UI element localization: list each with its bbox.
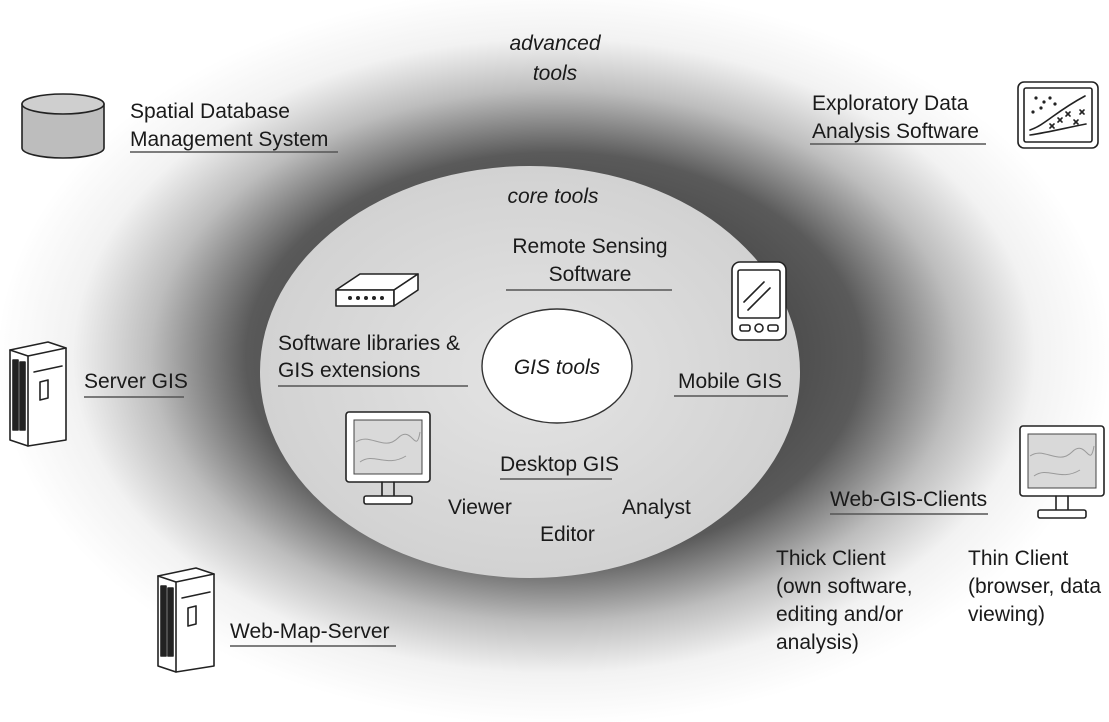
software-libraries-label: Software libraries &GIS extensions xyxy=(278,332,460,382)
server-tower-icon xyxy=(9,341,67,447)
editor-label: Editor xyxy=(540,523,595,546)
thick-client-label: Thick Client(own software,editing and/or… xyxy=(776,547,913,654)
gis-tools-label: GIS tools xyxy=(514,356,601,379)
web-map-server-label: Web-Map-Server xyxy=(230,620,390,643)
mobile-gis-label: Mobile GIS xyxy=(678,370,782,393)
database-icon xyxy=(21,93,105,159)
viewer-label: Viewer xyxy=(448,496,512,519)
mobile-device-icon xyxy=(731,261,787,341)
desktop-monitor-icon xyxy=(345,411,431,505)
core-tools-label: core tools xyxy=(507,185,599,208)
analyst-label: Analyst xyxy=(622,496,691,519)
server-tower-icon xyxy=(157,567,215,673)
gis-tools-center xyxy=(481,308,633,424)
desktop-gis-label: Desktop GIS xyxy=(500,453,619,476)
scatterplot-monitor-icon xyxy=(1017,81,1099,149)
network-router-icon xyxy=(335,273,419,307)
server-gis-label: Server GIS xyxy=(84,370,188,393)
web-gis-clients-label: Web-GIS-Clients xyxy=(830,488,987,511)
desktop-monitor-icon xyxy=(1019,425,1105,519)
